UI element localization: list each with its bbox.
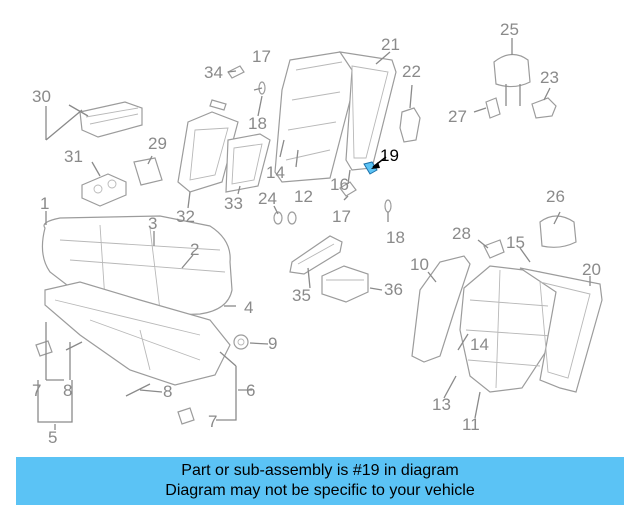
callout-18: 18 — [386, 228, 405, 247]
callout-8: 8 — [63, 381, 72, 400]
leader-lines — [37, 38, 591, 430]
backrest-right-frame-illustration — [519, 267, 603, 393]
callout-18: 18 — [248, 114, 267, 133]
callout-14: 14 — [266, 163, 285, 182]
backrest-right-illustration — [459, 265, 561, 393]
part-19-clip — [363, 156, 387, 175]
callout-2: 2 — [190, 240, 199, 259]
banner-line-1: Part or sub-assembly is #19 in diagram — [181, 462, 459, 479]
info-banner: Part or sub-assembly is #19 in diagram D… — [16, 457, 624, 505]
callout-15: 15 — [506, 233, 525, 252]
callout-6: 6 — [246, 381, 255, 400]
callout-14: 14 — [470, 335, 489, 354]
callout-21: 21 — [381, 35, 400, 54]
callout-11: 11 — [462, 415, 480, 434]
armrest-illustration — [79, 101, 143, 138]
callout-26: 26 — [546, 187, 565, 206]
callout-10: 10 — [410, 255, 429, 274]
callout-8: 8 — [163, 382, 172, 401]
callout-30: 30 — [32, 87, 51, 106]
callout-17: 17 — [332, 207, 351, 226]
callout-1: 1 — [40, 194, 49, 213]
small-brackets-illustration — [209, 65, 392, 225]
backrest-left-illustration — [274, 51, 359, 183]
seat-frame-illustration — [44, 281, 231, 386]
callout-19: 19 — [380, 146, 399, 165]
cupholder-illustration — [81, 173, 127, 207]
handle-illustration — [133, 157, 163, 186]
callout-35: 35 — [292, 286, 311, 305]
callout-31: 31 — [64, 147, 83, 166]
backrest-frame-illustration — [338, 51, 397, 171]
callout-32: 32 — [176, 207, 195, 226]
callout-5: 5 — [48, 428, 57, 447]
callout-7: 7 — [32, 381, 41, 400]
parts-diagram: 1 2 3 4 5 6 7 7 8 8 9 10 11 12 13 14 14 … — [32, 20, 603, 447]
callout-7: 7 — [208, 412, 217, 431]
callout-28: 28 — [452, 224, 471, 243]
callout-36: 36 — [384, 280, 403, 299]
callout-29: 29 — [148, 134, 167, 153]
small-fittings-illustration — [35, 334, 249, 425]
callout-17: 17 — [252, 47, 271, 66]
headrest-right-illustration — [483, 215, 577, 259]
callout-13: 13 — [432, 395, 451, 414]
callout-12: 12 — [294, 187, 313, 206]
side-bolster-illustration — [411, 255, 471, 363]
pass-through-frame-illustration — [177, 111, 271, 193]
callout-3: 3 — [148, 214, 157, 233]
banner-line-2: Diagram may not be specific to your vehi… — [165, 482, 475, 499]
callout-23: 23 — [540, 68, 559, 87]
buckle-illustration — [321, 265, 369, 303]
hinge-illustration — [399, 107, 421, 143]
callout-24: 24 — [258, 189, 277, 208]
callout-33: 33 — [224, 194, 243, 213]
callout-9: 9 — [268, 334, 277, 353]
callout-25: 25 — [500, 20, 519, 39]
callout-34: 34 — [204, 63, 223, 82]
callout-22: 22 — [402, 62, 421, 81]
callout-27: 27 — [448, 107, 467, 126]
headrest-top-illustration — [485, 53, 557, 119]
callout-4: 4 — [244, 298, 253, 317]
callout-16: 16 — [330, 175, 349, 194]
latch-illustration — [289, 235, 343, 275]
callout-20: 20 — [582, 260, 601, 279]
